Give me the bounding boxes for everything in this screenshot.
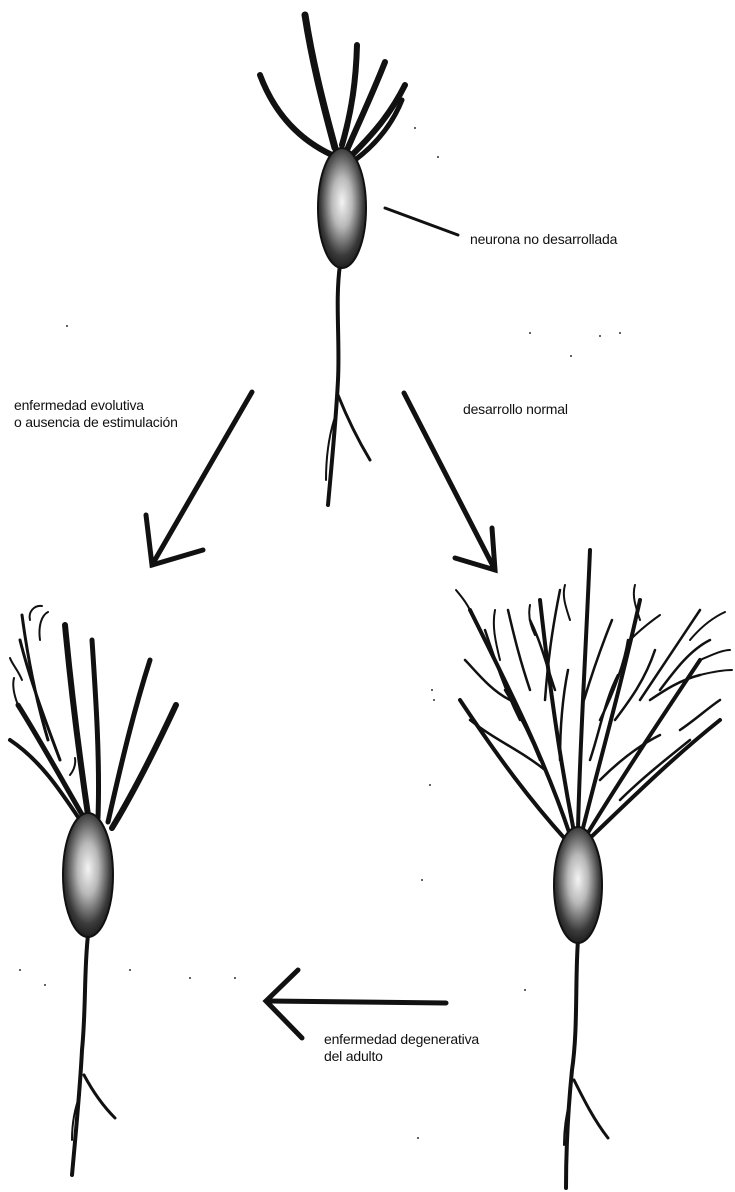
label-degenerative-disease-line1: enfermedad degenerativa: [324, 1031, 479, 1048]
label-normal-development-text: desarrollo normal: [463, 401, 568, 418]
label-undeveloped-neuron: neurona no desarrollada: [470, 231, 617, 248]
arrow-adult-degenerative-disease: [266, 970, 446, 1038]
undeveloped-neuron-soma: [318, 148, 366, 268]
label-evolutive-disease-line2: o ausencia de estimulación: [14, 414, 178, 431]
developed-neuron-soma: [554, 827, 602, 943]
scan-specks: [19, 127, 621, 1139]
label-undeveloped-neuron-text: neurona no desarrollada: [470, 231, 617, 248]
label-degenerative-disease-line2: del adulto: [324, 1048, 479, 1065]
undeveloped-neuron-pointer: [385, 208, 458, 235]
label-normal-development: desarrollo normal: [463, 401, 568, 418]
label-degenerative-disease: enfermedad degenerativa del adulto: [324, 1031, 479, 1065]
arrow-normal-development: [404, 393, 495, 570]
label-evolutive-disease: enfermedad evolutiva o ausencia de estim…: [14, 397, 178, 431]
atrophied-neuron-soma: [63, 813, 113, 937]
label-evolutive-disease-line1: enfermedad evolutiva: [14, 397, 178, 414]
